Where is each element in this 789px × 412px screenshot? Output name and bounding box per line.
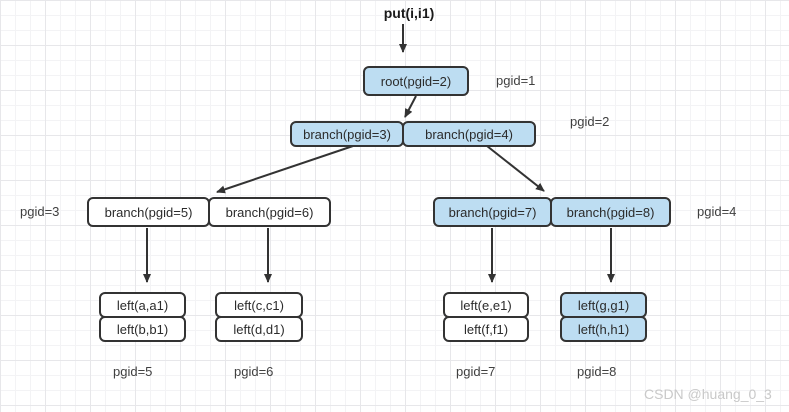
node-branch-pgid-8: branch(pgid=8) xyxy=(550,197,671,227)
node-leaf-g: left(g,g1) xyxy=(560,292,647,318)
page-label-pgid-6: pgid=6 xyxy=(234,364,274,379)
node-leaf-e: left(e,e1) xyxy=(443,292,529,318)
node-leaf-h: left(h,h1) xyxy=(560,316,647,342)
arrow-branch4-to-level3-right xyxy=(486,145,545,192)
node-leaf-d: left(d,d1) xyxy=(215,316,303,342)
page-label-pgid-5: pgid=5 xyxy=(113,364,153,379)
node-branch-pgid-7: branch(pgid=7) xyxy=(433,197,552,227)
csdn-watermark: CSDN @huang_0_3 xyxy=(644,386,772,402)
node-root-pgid-2: root(pgid=2) xyxy=(363,66,469,96)
node-branch-pgid-3: branch(pgid=3) xyxy=(290,121,404,147)
page-label-pgid-1: pgid=1 xyxy=(496,73,536,88)
node-branch-pgid-5: branch(pgid=5) xyxy=(87,197,210,227)
node-branch-pgid-4: branch(pgid=4) xyxy=(402,121,536,147)
arrow-root-to-level2 xyxy=(404,95,417,118)
page-label-pgid-3: pgid=3 xyxy=(20,204,60,219)
put-operation-label: put(i,i1) xyxy=(383,5,435,21)
page-label-pgid-7: pgid=7 xyxy=(456,364,496,379)
node-leaf-b: left(b,b1) xyxy=(99,316,186,342)
page-label-pgid-4: pgid=4 xyxy=(697,204,737,219)
node-leaf-a: left(a,a1) xyxy=(99,292,186,318)
page-label-pgid-8: pgid=8 xyxy=(577,364,617,379)
node-leaf-c: left(c,c1) xyxy=(215,292,303,318)
node-branch-pgid-6: branch(pgid=6) xyxy=(208,197,331,227)
arrow-branch3-to-level3-left xyxy=(216,145,354,194)
node-leaf-f: left(f,f1) xyxy=(443,316,529,342)
page-label-pgid-2: pgid=2 xyxy=(570,114,610,129)
